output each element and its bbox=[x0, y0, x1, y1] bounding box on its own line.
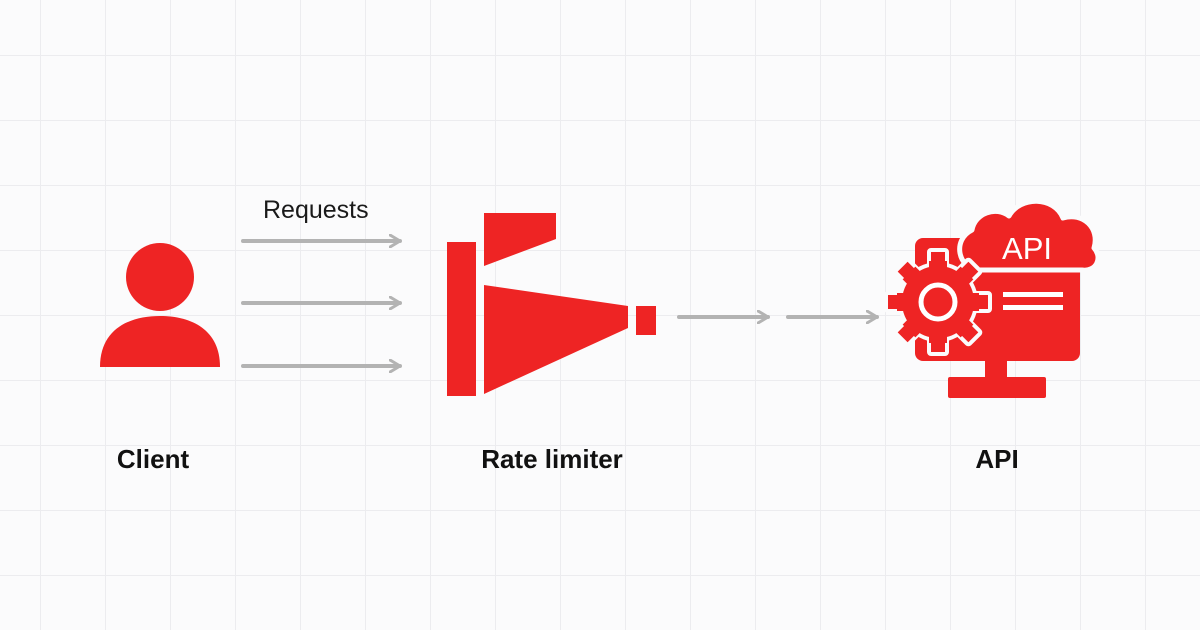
api-server-icon: API bbox=[884, 198, 1101, 398]
user-icon bbox=[100, 243, 220, 367]
cloud-icon bbox=[957, 198, 1101, 273]
rate-limiter-label: Rate limiter bbox=[481, 444, 623, 474]
api-label: API bbox=[975, 444, 1019, 474]
request-arrows bbox=[241, 241, 402, 366]
client-label: Client bbox=[116, 444, 190, 474]
requests-label: Requests bbox=[263, 196, 369, 224]
gear-icon bbox=[884, 248, 992, 356]
funnel-icon bbox=[447, 213, 656, 396]
api-cloud-text: API bbox=[1002, 231, 1052, 266]
